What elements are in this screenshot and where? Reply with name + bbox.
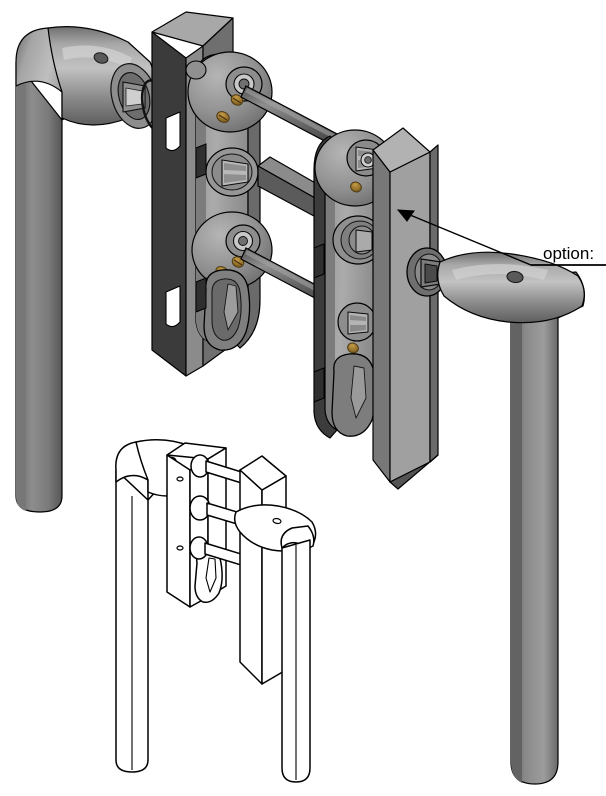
left-handle-socket-chamfer [125, 87, 143, 107]
right-backplate-bottom-face [389, 454, 439, 490]
left-handle-lever-shade [16, 62, 26, 511]
right-backplate-front-face [389, 151, 431, 483]
right-handle-pin-hole [506, 270, 524, 284]
right-backplate-right-face [429, 144, 439, 463]
right-escutcheon-shade [325, 152, 335, 428]
wf-backplate-left-face [239, 469, 263, 685]
option-callout: option: [396, 209, 606, 266]
option-callout-label: option: [543, 244, 594, 263]
wf-backplate-top-face [239, 455, 287, 491]
left-escutcheon-keyhole [203, 269, 251, 351]
right-backplate-left-face [372, 149, 391, 483]
left-escutcheon-pivot-pin [185, 60, 207, 80]
left-escutcheon-brass-screw-b-slot [218, 114, 228, 121]
right-escutcheon-slot-lower [313, 367, 325, 403]
right-escutcheon-lower-boss [337, 302, 377, 342]
wireframe-assembly-view [115, 439, 317, 783]
wf-right-handle-pin-hole [272, 517, 282, 525]
upper-rod-highlight [245, 88, 359, 151]
right-escutcheon-slot-upper [313, 243, 325, 279]
right-handle-lever-shade [511, 318, 522, 783]
left-escutcheon-slot-lower [195, 277, 207, 313]
left-handle-pin-hole [93, 52, 109, 64]
wf-right-handle [233, 504, 317, 783]
left-escutcheon-brass-screw-a-slot [232, 97, 242, 104]
wf-escutcheon-screw-hole-b [176, 545, 184, 551]
left-lever-handle [15, 26, 170, 513]
left-escutcheon-brass-screw-c-slot [233, 259, 243, 266]
option-callout-arrowhead [396, 209, 415, 222]
left-backplate-slot-upper [165, 111, 181, 152]
right-lever-handle [406, 247, 586, 785]
right-handle-socket [406, 247, 448, 297]
right-backplate [372, 127, 439, 490]
shaded-exploded-view [15, 11, 586, 785]
left-backplate-slot-lower [165, 285, 181, 328]
left-escutcheon-lower-boss [191, 211, 273, 289]
right-handle-specular [452, 264, 548, 280]
left-escutcheon-slot-upper [195, 143, 207, 179]
right-escutcheon-spindle-rosette [332, 215, 384, 265]
left-escutcheon-spindle-hole [205, 147, 259, 197]
right-escutcheon-brass-screw [350, 181, 362, 193]
wf-escutcheon-screw-hole-a [176, 476, 184, 482]
wf-backplate [239, 455, 287, 685]
left-escutcheon [185, 51, 273, 351]
right-escutcheon-brass-screw-lower [347, 342, 359, 354]
wf-escutcheon-keyhole-inner [205, 557, 217, 593]
right-escutcheon-keyhole [331, 353, 377, 437]
